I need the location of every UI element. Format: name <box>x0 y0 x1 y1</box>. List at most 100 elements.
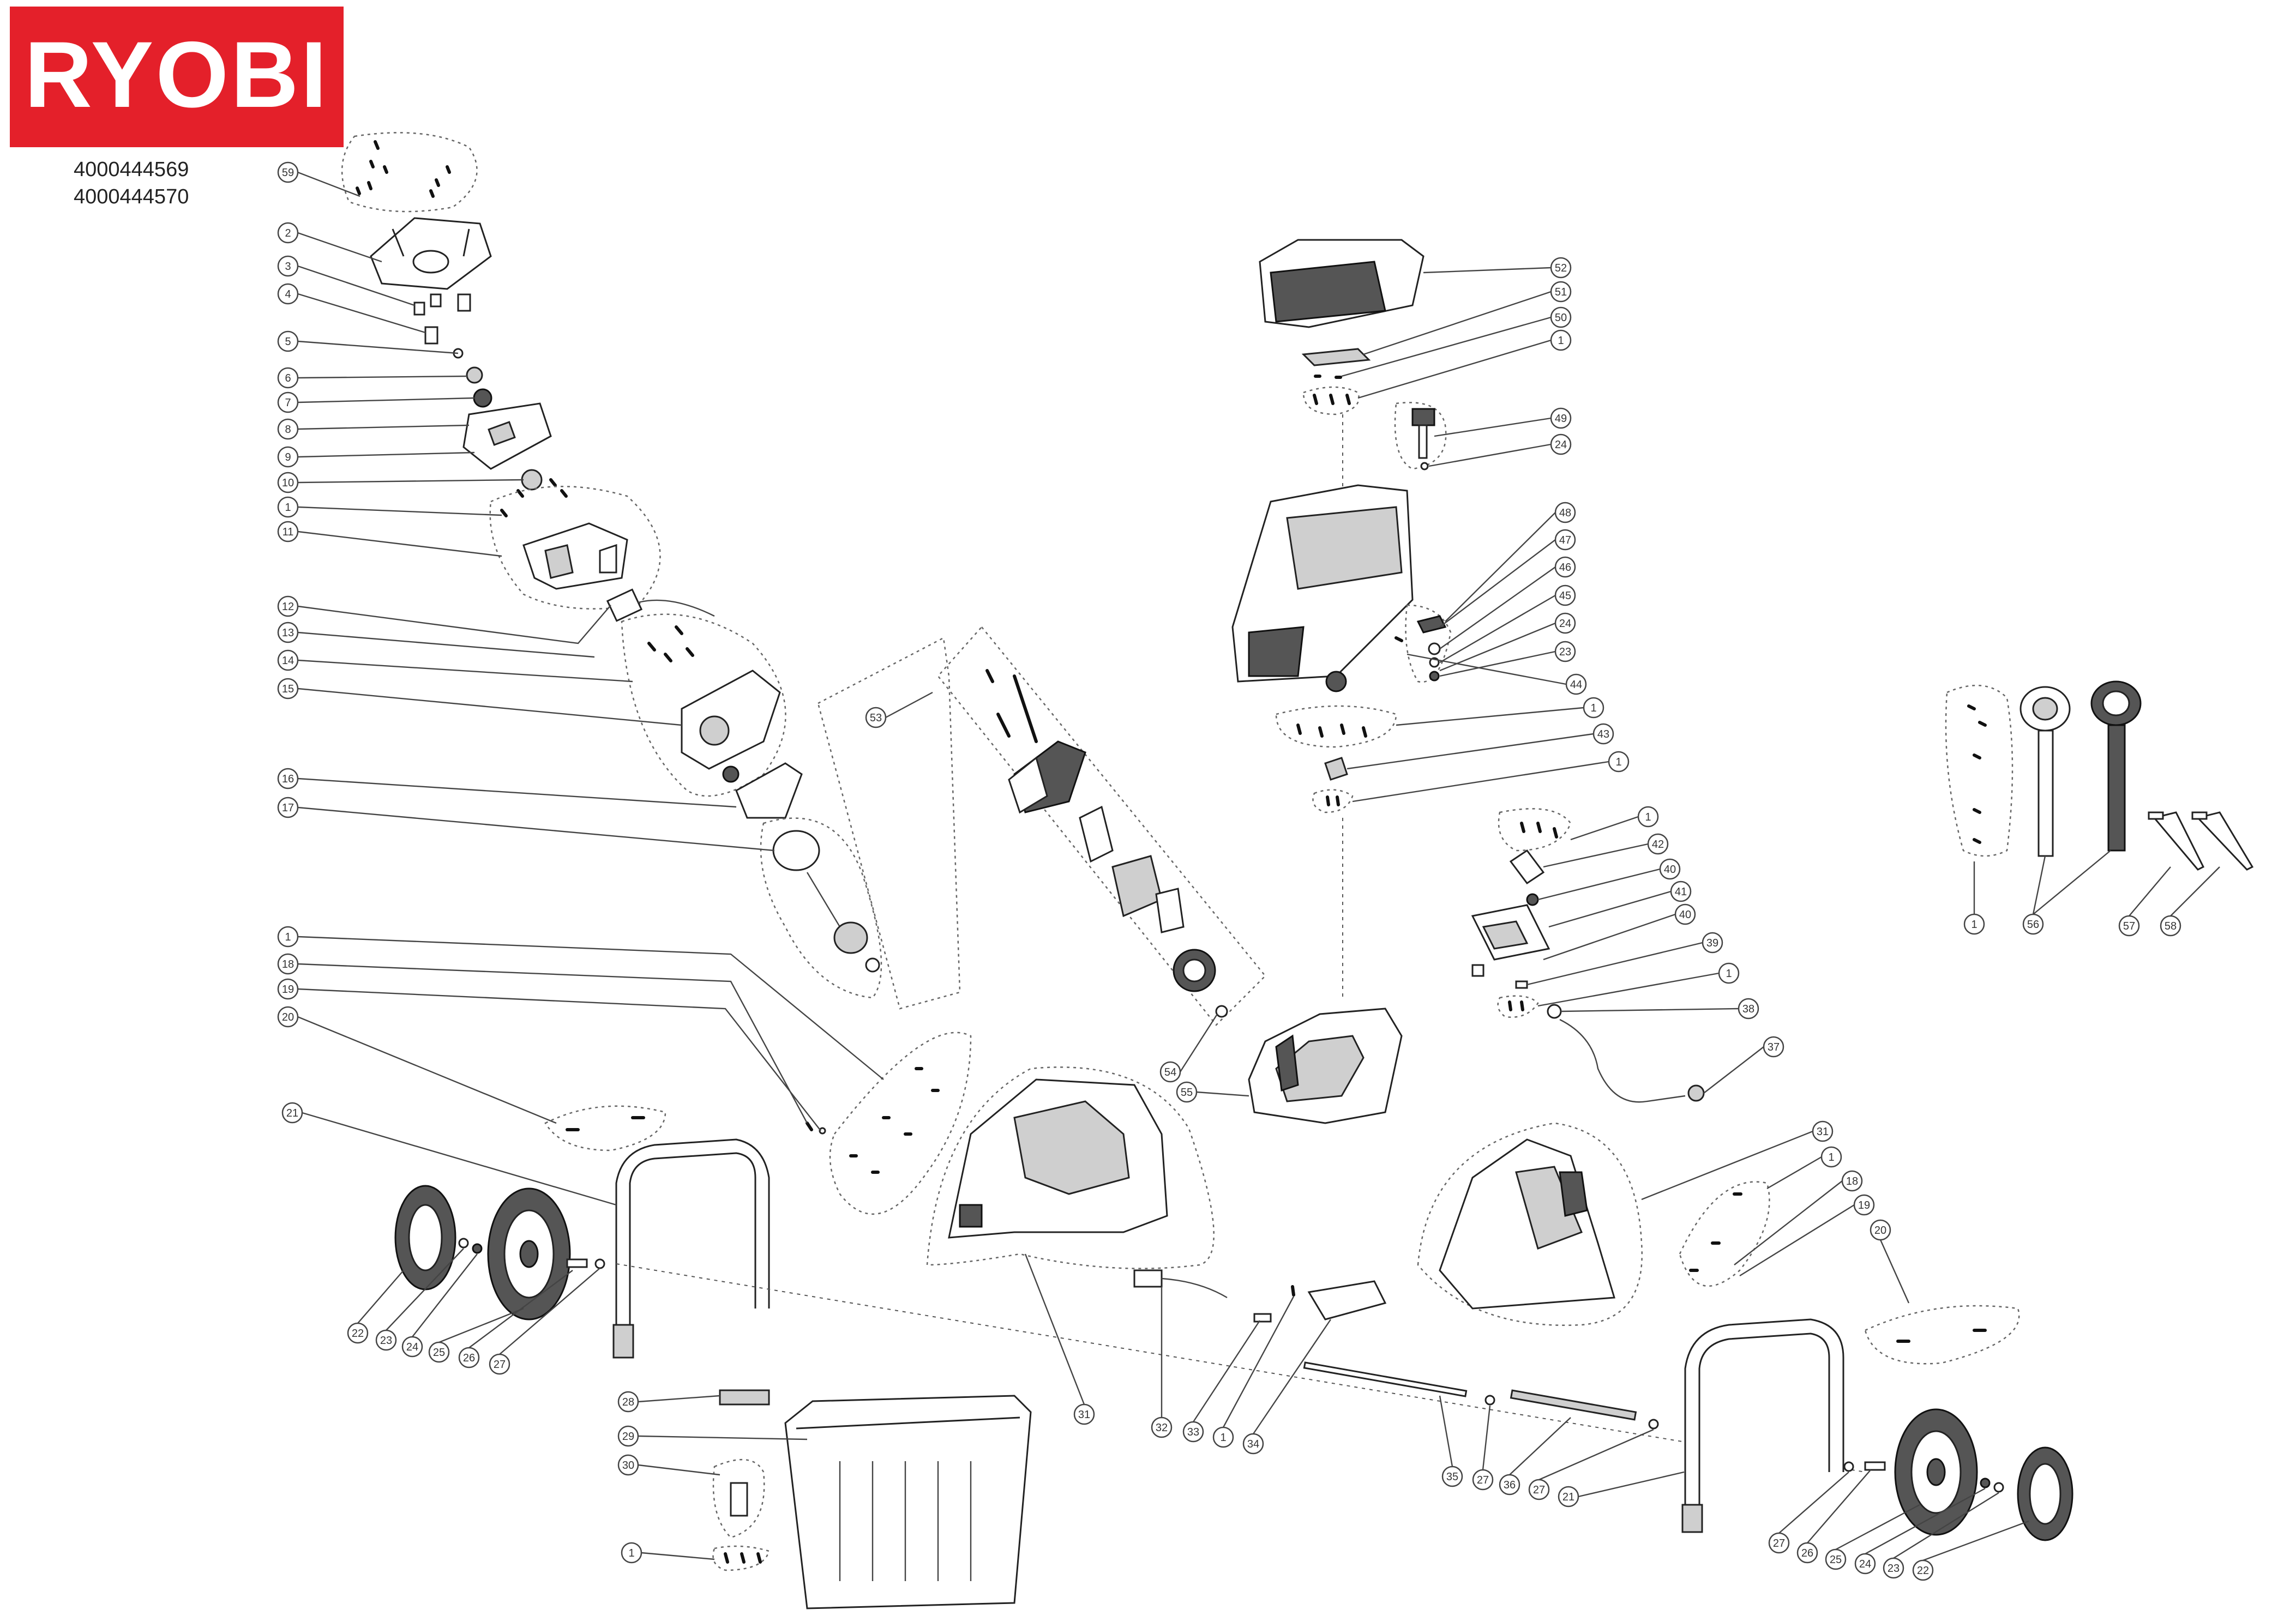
callout-number: 48 <box>1559 507 1571 519</box>
callout-circle <box>1499 1474 1520 1496</box>
knob-49 <box>1394 402 1447 470</box>
callout-3: 3 <box>277 255 299 277</box>
callout-number: 31 <box>1078 1409 1090 1421</box>
wheel-25-left <box>487 1187 571 1320</box>
callout-number: 1 <box>1726 968 1732 980</box>
callout-26b: 26 <box>1796 1542 1818 1564</box>
callout-54: 54 <box>1159 1061 1181 1083</box>
callout-15: 15 <box>277 678 299 700</box>
callout-circle <box>458 1347 480 1368</box>
callout-number: 23 <box>1559 646 1571 658</box>
cord-32 <box>1133 1269 1228 1299</box>
callout-circle <box>2118 915 2140 937</box>
callout-circle <box>1550 433 1572 455</box>
callout-43: 43 <box>1592 723 1614 745</box>
callout-circle <box>1472 1469 1494 1491</box>
callout-37: 37 <box>1763 1036 1784 1058</box>
callout-number: 5 <box>285 336 291 348</box>
callout-circle <box>1820 1146 1842 1168</box>
bracket-43 <box>1324 757 1348 781</box>
callout-number: 24 <box>1859 1558 1871 1570</box>
callout-20b: 20 <box>1870 1219 1891 1241</box>
blade-disc-8-9 <box>462 402 552 470</box>
screws-1-hopper-base <box>1275 705 1397 748</box>
callout-number: 8 <box>285 424 291 436</box>
callout-number: 45 <box>1559 590 1571 602</box>
callout-number: 24 <box>1555 439 1567 451</box>
callout-number: 35 <box>1446 1471 1458 1483</box>
callout-number: 54 <box>1164 1066 1176 1078</box>
screws-18-19-right <box>1679 1181 1770 1287</box>
callout-11: 11 <box>277 521 299 542</box>
callout-circle <box>1647 833 1669 855</box>
callout-number: 56 <box>2027 919 2039 931</box>
callout-46: 46 <box>1554 556 1576 578</box>
washer-19-left <box>819 1127 826 1135</box>
bearing-10 <box>521 469 543 491</box>
callout-number: 42 <box>1652 839 1664 851</box>
callout-24a: 24 <box>1550 433 1572 455</box>
callout-circle <box>1554 641 1576 662</box>
callout-1c: 1 <box>1550 329 1572 351</box>
callout-31a: 31 <box>1812 1120 1834 1142</box>
callout-number: 1 <box>1645 811 1651 823</box>
callout-circle <box>1550 281 1572 303</box>
callout-25a: 25 <box>428 1341 450 1363</box>
callout-circle <box>1763 1036 1784 1058</box>
callout-number: 44 <box>1570 679 1582 691</box>
callout-number: 31 <box>1817 1126 1829 1138</box>
callout-27b: 27 <box>1472 1469 1494 1491</box>
callout-number: 3 <box>285 261 291 273</box>
callout-layer: 5923456789101111213141516171181920215352… <box>277 161 2181 1581</box>
callout-number: 38 <box>1742 1003 1754 1015</box>
callout-1h: 1 <box>1820 1146 1842 1168</box>
callout-48: 48 <box>1554 502 1576 523</box>
callout-circle <box>1554 502 1576 523</box>
callout-number: 4 <box>285 288 291 300</box>
callout-circle <box>1528 1479 1550 1500</box>
screws-1-hopper <box>1302 386 1360 415</box>
callout-number: 57 <box>2123 920 2135 932</box>
screws-1-mid <box>1312 789 1354 813</box>
callout-number: 1 <box>1558 335 1564 347</box>
callout-circle <box>277 978 299 1000</box>
callout-number: 27 <box>1773 1537 1785 1549</box>
callout-number: 9 <box>285 451 291 463</box>
callout-1f: 1 <box>1637 806 1659 828</box>
callout-circle <box>277 255 299 277</box>
callout-7: 7 <box>277 391 299 413</box>
callout-59: 59 <box>277 161 299 183</box>
callout-19b: 19 <box>1853 1194 1875 1216</box>
frame-21-left <box>612 1138 770 1359</box>
callout-47: 47 <box>1554 529 1576 551</box>
callout-number: 22 <box>1917 1565 1929 1577</box>
callout-circle <box>1854 1553 1876 1575</box>
callout-22a: 22 <box>347 1322 369 1344</box>
callout-16: 16 <box>277 768 299 789</box>
callout-number: 11 <box>283 526 294 538</box>
callout-circle <box>277 521 299 542</box>
screws-20-right <box>1864 1305 2020 1365</box>
latch-parts-44-48 <box>1395 604 1452 683</box>
callout-number: 40 <box>1664 864 1676 876</box>
callout-25b: 25 <box>1825 1548 1847 1570</box>
washer-27-mid <box>1484 1395 1495 1406</box>
callout-23a: 23 <box>1554 641 1576 662</box>
callout-number: 12 <box>282 601 294 613</box>
callout-circle <box>277 418 299 440</box>
frame-21-right <box>1681 1318 1844 1533</box>
callout-circle <box>1738 998 1759 1020</box>
callout-1g: 1 <box>1718 962 1740 984</box>
gearbox-15 <box>621 613 786 797</box>
callout-number: 52 <box>1555 262 1567 274</box>
nuts-3-4 <box>413 293 471 345</box>
washer-27-left <box>594 1258 605 1269</box>
washer-54 <box>1215 1005 1228 1018</box>
callout-39: 39 <box>1702 932 1723 954</box>
wheel-25-right <box>1894 1408 1978 1536</box>
handle-56b <box>2090 680 2142 852</box>
callout-circle <box>277 1006 299 1028</box>
main-housing-31-right <box>1417 1122 1643 1326</box>
callout-number: 22 <box>352 1328 364 1340</box>
callout-24b: 24 <box>1554 612 1576 634</box>
